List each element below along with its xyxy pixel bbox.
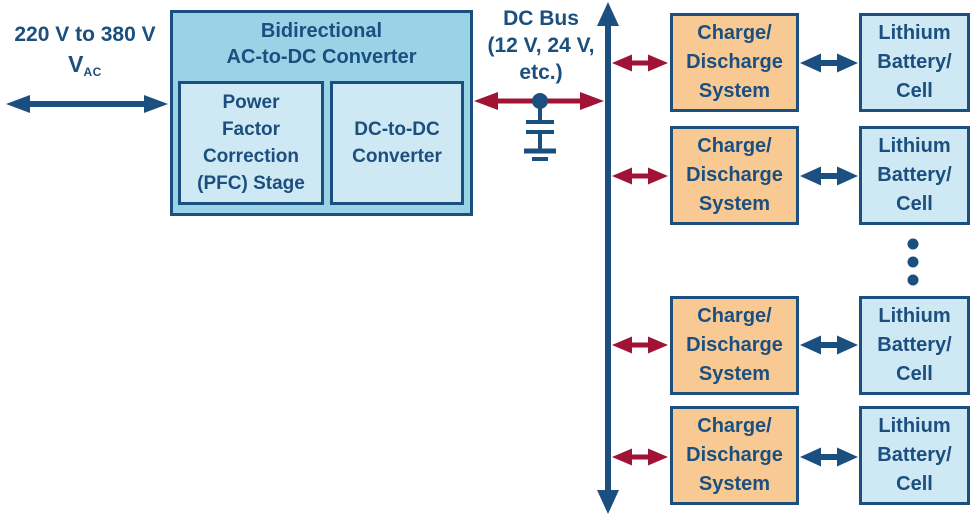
dcdc-label-line2: Converter [352,146,442,167]
charge-label-line: Discharge [686,51,783,73]
charge-discharge-system-box-1: Charge/ Discharge System [670,13,799,112]
charge-label-line: System [698,193,771,215]
charge-to-battery-arrow-3 [800,335,858,355]
dc-dc-converter-box: DC-to-DC Converter [330,81,464,205]
bus-to-charge-arrow-4 [612,448,668,466]
lithium-battery-cell-box-1: Lithium Battery/ Cell [859,13,970,112]
charge-label-line: System [698,363,771,385]
charge-label-line: System [698,80,771,102]
battery-label-line: Battery/ [877,334,952,356]
converter-title-line1: Bidirectional [260,20,383,42]
bus-to-charge-arrow-1 [612,54,668,72]
charge-label-line: System [698,473,771,495]
bus-to-charge-arrow-2 [612,167,668,185]
charge-discharge-system-box-3: Charge/ Discharge System [670,296,799,395]
ac-input-label: 220 V to 380 V VAC [2,22,168,80]
battery-label-line: Cell [896,473,933,495]
charge-label-line: Charge/ [697,22,772,44]
bus-capacitor-icon [524,93,556,161]
ac-voltage-symbol: VAC [68,51,102,80]
pfc-stage-box: Power Factor Correction (PFC) Stage [178,81,324,205]
charge-discharge-system-box-2: Charge/ Discharge System [670,126,799,225]
battery-label-line: Cell [896,80,933,102]
pfc-label-line4: (PFC) Stage [197,173,305,194]
battery-label-line: Cell [896,363,933,385]
dc-bus-line [597,2,619,514]
charge-label-line: Discharge [686,334,783,356]
charge-label-line: Discharge [686,164,783,186]
bus-to-charge-arrow-3 [612,336,668,354]
ellipsis-dots-icon [907,238,919,286]
converter-title: Bidirectional AC-to-DC Converter [173,18,470,70]
battery-label-line: Battery/ [877,444,952,466]
pfc-label-line3: Correction [202,146,300,167]
lithium-battery-cell-box-3: Lithium Battery/ Cell [859,296,970,395]
dcdc-label-line1: DC-to-DC [354,119,440,140]
converter-title-line2: AC-to-DC Converter [226,46,417,68]
pfc-label-line2: Factor [221,119,281,140]
charge-to-battery-arrow-2 [800,166,858,186]
battery-label-line: Lithium [878,305,951,327]
ac-voltage-range: 220 V to 380 V [14,23,156,46]
ac-input-arrow-icon [6,95,168,113]
dc-bus-label: DC Bus (12 V, 24 V, etc.) [477,5,605,86]
charge-label-line: Charge/ [697,135,772,157]
battery-label-line: Lithium [878,415,951,437]
battery-label-line: Lithium [878,22,951,44]
charge-to-battery-arrow-1 [800,53,858,73]
charge-discharge-system-box-4: Charge/ Discharge System [670,406,799,505]
dc-bus-label-line3: etc.) [519,61,563,84]
dc-bus-label-line1: DC Bus [503,7,579,30]
lithium-battery-cell-box-4: Lithium Battery/ Cell [859,406,970,505]
battery-label-line: Battery/ [877,164,952,186]
charge-label-line: Charge/ [697,415,772,437]
dc-bus-label-line2: (12 V, 24 V, [487,34,595,57]
lithium-battery-cell-box-2: Lithium Battery/ Cell [859,126,970,225]
pfc-label-line1: Power [222,92,280,113]
charge-to-battery-arrow-4 [800,447,858,467]
battery-label-line: Cell [896,193,933,215]
charge-label-line: Discharge [686,444,783,466]
charge-label-line: Charge/ [697,305,772,327]
battery-label-line: Battery/ [877,51,952,73]
ac-dc-converter-box: Bidirectional AC-to-DC Converter Power F… [170,10,473,216]
battery-label-line: Lithium [878,135,951,157]
